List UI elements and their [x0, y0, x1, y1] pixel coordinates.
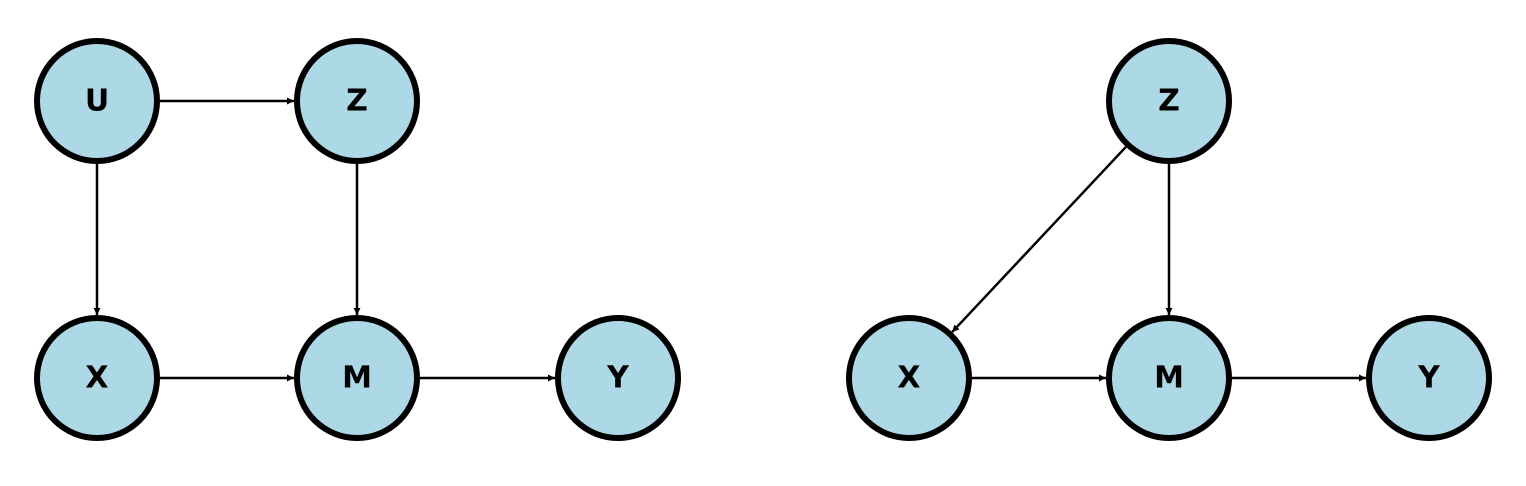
node-y: Y — [1366, 315, 1492, 441]
node-label: X — [85, 361, 108, 396]
node-label: M — [1154, 361, 1184, 396]
node-y: Y — [555, 315, 681, 441]
diagram-1 — [93, 97, 555, 382]
node-label: Z — [346, 84, 368, 119]
diagram-2 — [951, 146, 1366, 382]
node-m: M — [1106, 315, 1232, 441]
node-label: Y — [1417, 361, 1441, 396]
node-circle — [34, 38, 160, 164]
node-label: U — [85, 84, 109, 119]
node-z: Z — [294, 38, 420, 164]
node-label: Z — [1158, 84, 1180, 119]
edge-z-to-x — [951, 146, 1127, 333]
node-label: Y — [606, 361, 630, 396]
node-u: U — [34, 38, 160, 164]
node-circle — [1106, 315, 1232, 441]
node-circle — [1366, 315, 1492, 441]
node-m: M — [294, 315, 420, 441]
node-x: X — [34, 315, 160, 441]
node-x: X — [846, 315, 972, 441]
node-circle — [294, 315, 420, 441]
diagram-2-nodes: Z X M Y — [846, 38, 1492, 441]
node-label: M — [342, 361, 372, 396]
node-label: X — [897, 361, 920, 396]
node-circle — [34, 315, 160, 441]
node-circle — [294, 38, 420, 164]
diagram-1-nodes: U Z X M Y — [34, 38, 681, 441]
node-circle — [1106, 38, 1232, 164]
node-circle — [555, 315, 681, 441]
node-z: Z — [1106, 38, 1232, 164]
node-circle — [846, 315, 972, 441]
